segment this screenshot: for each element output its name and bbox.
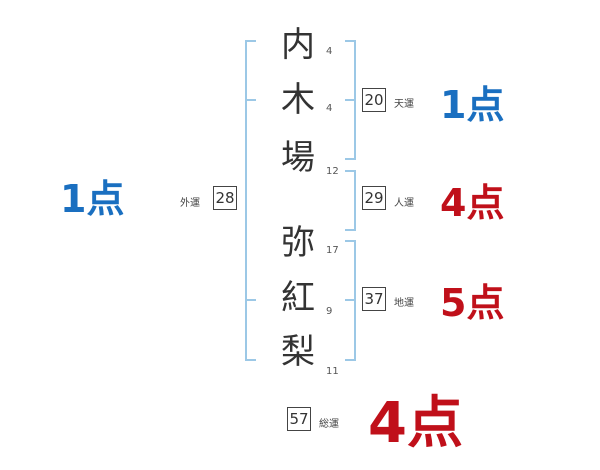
ten-score: 1点: [440, 83, 505, 127]
stroke-count-3: 12: [326, 166, 339, 177]
name-char-6: 梨: [281, 332, 315, 372]
stroke-count-2: 4: [326, 103, 333, 114]
jin-score: 4点: [440, 181, 505, 225]
sou-label: 総運: [319, 419, 339, 430]
ten-label: 天運: [394, 99, 414, 110]
stroke-count-5: 9: [326, 306, 333, 317]
name-char-3: 場: [281, 138, 315, 178]
gai-score: 1点: [60, 177, 125, 221]
sou-score: 4点: [368, 391, 463, 456]
chi-label: 地運: [394, 298, 414, 309]
ten-value-box: 20: [362, 88, 386, 112]
name-char-5: 紅: [281, 278, 315, 318]
jin-value-box: 29: [362, 186, 386, 210]
name-char-4: 弥: [281, 223, 315, 263]
jin-label: 人運: [394, 198, 414, 209]
sou-value-box: 57: [287, 407, 311, 431]
name-char-1: 内: [281, 25, 315, 65]
gai-label: 外運: [180, 198, 200, 209]
gai-value-box: 28: [213, 186, 237, 210]
chi-value-box: 37: [362, 287, 386, 311]
chi-score: 5点: [440, 281, 505, 325]
stroke-count-4: 17: [326, 245, 339, 256]
name-char-2: 木: [281, 80, 315, 120]
stroke-count-1: 4: [326, 46, 333, 57]
stroke-count-6: 11: [326, 366, 339, 377]
